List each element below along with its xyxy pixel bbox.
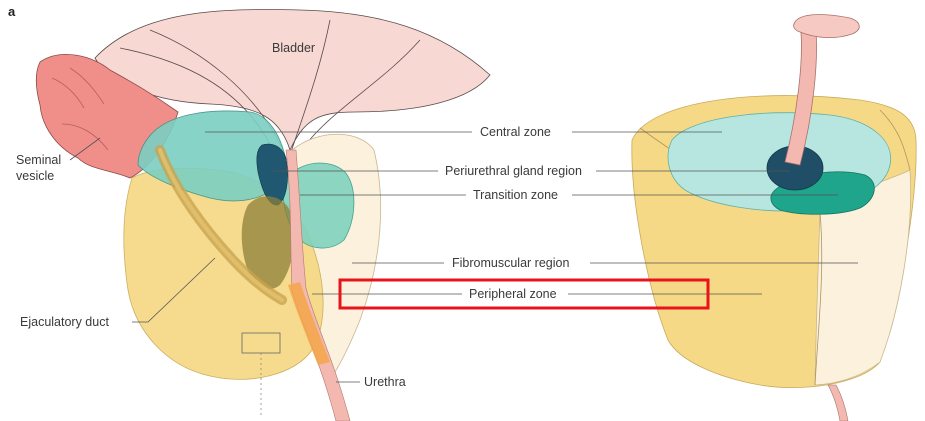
cross-section-urethra-lower (828, 385, 848, 421)
label-central-zone: Central zone (480, 125, 551, 139)
label-urethra: Urethra (364, 375, 406, 389)
label-peripheral-zone: Peripheral zone (469, 287, 557, 301)
label-fibromuscular-region: Fibromuscular region (452, 256, 569, 270)
sagittal-view (36, 10, 490, 421)
label-periurethral-gland-region: Periurethral gland region (445, 164, 582, 178)
label-ejaculatory-duct: Ejaculatory duct (20, 315, 109, 329)
label-transition-zone: Transition zone (473, 188, 558, 202)
label-seminal-vesicle-line1: Seminal (16, 153, 61, 167)
cross-section-view (632, 15, 916, 421)
panel-letter: a (8, 4, 16, 19)
label-bladder: Bladder (272, 41, 315, 55)
label-seminal-vesicle-line2: vesicle (16, 169, 54, 183)
